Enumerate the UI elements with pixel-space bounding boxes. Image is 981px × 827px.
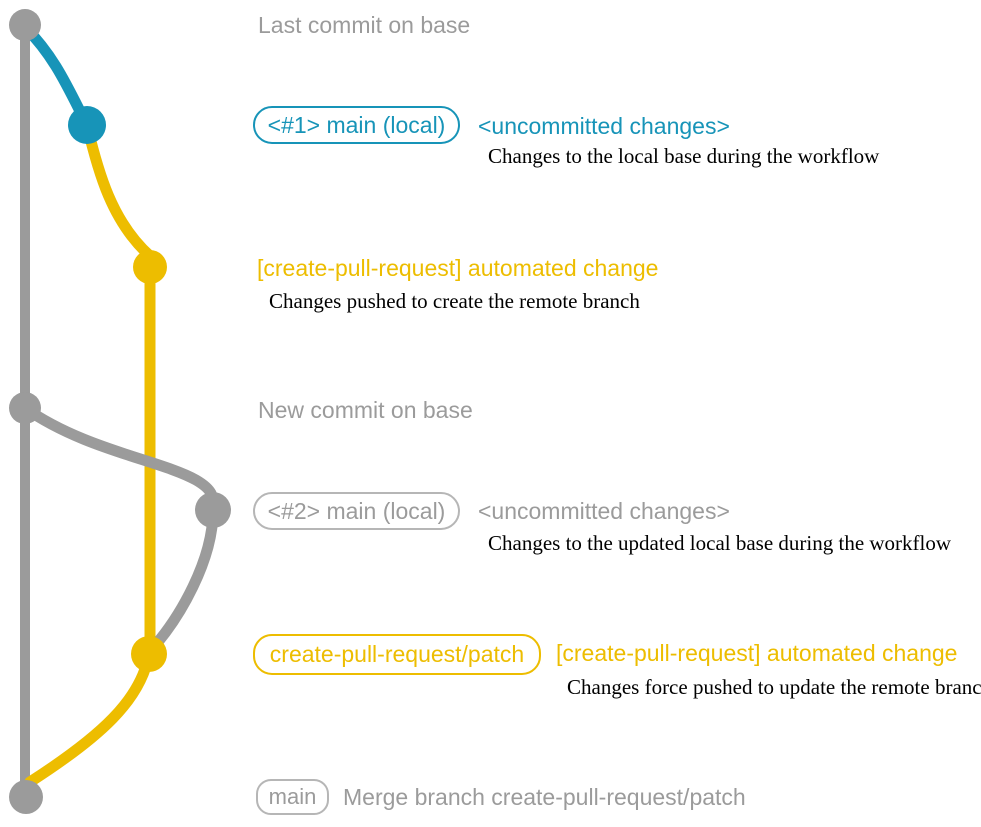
commit-dot-base-top <box>9 9 41 41</box>
main-local-2-branch-line <box>21 403 219 512</box>
note-automated-change-1: [create-pull-request] automated change <box>257 255 659 281</box>
branch-tag-main-local-2: <#2> main (local) <box>253 492 460 530</box>
branch-tag-main-local-1: <#1> main (local) <box>253 106 460 144</box>
commit-dot-main-local-1 <box>68 106 106 144</box>
commit-dot-base-merge <box>9 780 43 814</box>
desc-updated-local-base-changes: Changes to the updated local base during… <box>488 531 952 555</box>
desc-push-create-branch: Changes pushed to create the remote bran… <box>269 289 640 313</box>
commit-dot-patch-1 <box>133 250 167 284</box>
main-local-2-merge-line <box>146 510 219 654</box>
commit-dot-base-new <box>9 392 41 424</box>
note-last-commit-on-base: Last commit on base <box>258 12 471 38</box>
commit-dot-patch-2 <box>131 636 167 672</box>
note-merge-branch: Merge branch create-pull-request/patch <box>343 784 746 810</box>
commit-dot-main-local-2 <box>195 492 231 528</box>
patch-merge-line <box>21 652 155 793</box>
note-new-commit-on-base: New commit on base <box>258 397 473 423</box>
patch-branch-line <box>81 123 156 654</box>
note-automated-change-2: [create-pull-request] automated change <box>556 640 958 666</box>
branch-tag-main: main <box>256 779 329 815</box>
branch-tag-patch: create-pull-request/patch <box>253 634 541 675</box>
note-uncommitted-changes-1: <uncommitted changes> <box>478 113 730 139</box>
note-uncommitted-changes-2: <uncommitted changes> <box>478 498 730 524</box>
desc-local-base-changes: Changes to the local base during the wor… <box>488 144 880 168</box>
desc-force-push-update-branch: Changes force pushed to update the remot… <box>567 675 981 699</box>
